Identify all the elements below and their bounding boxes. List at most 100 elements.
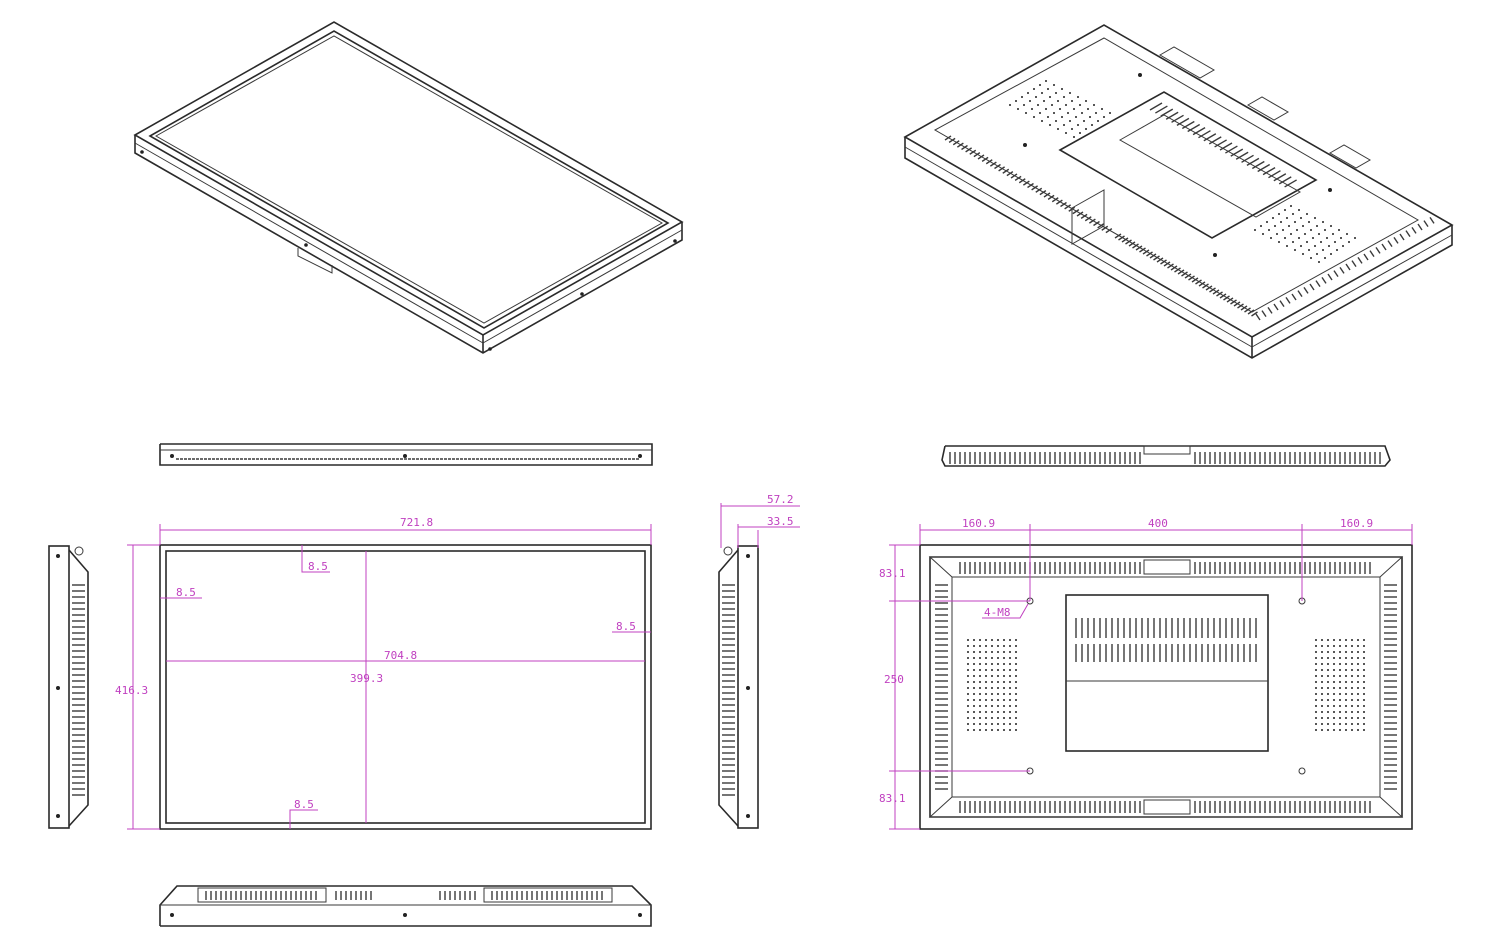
vesa-vertical-label: 250 <box>884 673 904 686</box>
vent-hole <box>991 639 993 641</box>
vent-slot <box>1429 216 1435 224</box>
vent-hole <box>1357 711 1359 713</box>
bottom-edge-view <box>159 885 652 927</box>
vent-hole <box>1346 233 1348 235</box>
vent-hole <box>1351 669 1353 671</box>
vent-hole <box>1272 217 1274 219</box>
vent-hole <box>1009 681 1011 683</box>
vent-hole <box>973 651 975 653</box>
vent-hole <box>1363 693 1365 695</box>
vent-hole <box>1357 681 1359 683</box>
vent-hole <box>1339 693 1341 695</box>
vent-slot <box>1014 175 1022 181</box>
vent-hole <box>1302 225 1304 227</box>
vent-hole <box>1003 717 1005 719</box>
vent-slot <box>952 140 960 146</box>
vent-slot <box>944 135 952 141</box>
vent-hole <box>1339 687 1341 689</box>
vent-hole <box>997 645 999 647</box>
vent-hole <box>1345 687 1347 689</box>
vent-hole <box>1304 233 1306 235</box>
vent-hole <box>1321 651 1323 653</box>
vent-hole <box>967 651 969 653</box>
vent-slot <box>1208 136 1222 145</box>
vent-hole <box>985 723 987 725</box>
vent-hole <box>1045 80 1047 82</box>
vent-hole <box>979 723 981 725</box>
vent-hole <box>1357 729 1359 731</box>
vent-hole <box>967 657 969 659</box>
vent-slot <box>1297 290 1303 298</box>
vent-slot <box>1240 305 1248 311</box>
vent-slot <box>1160 108 1174 117</box>
vent-hole <box>985 699 987 701</box>
vent-slot <box>1225 145 1238 154</box>
vent-hole <box>979 717 981 719</box>
vent-hole <box>1321 711 1323 713</box>
vent-hole <box>973 669 975 671</box>
vent-hole <box>991 717 993 719</box>
vent-hole <box>1284 237 1286 239</box>
vent-hole <box>1035 96 1037 98</box>
vent-hole <box>1351 645 1353 647</box>
vent-hole <box>1322 221 1324 223</box>
vent-slot <box>1171 114 1184 123</box>
vent-hole <box>1315 651 1317 653</box>
vent-hole <box>1003 705 1005 707</box>
vent-slot <box>1321 276 1327 284</box>
vent-hole <box>1089 116 1091 118</box>
vesa-horizontal-label: 400 <box>1148 517 1168 530</box>
vent-hole <box>1321 639 1323 641</box>
vent-hole <box>991 675 993 677</box>
rear-vent-grilles <box>935 562 1397 813</box>
vent-hole <box>1345 681 1347 683</box>
vent-hole <box>1363 717 1365 719</box>
vent-hole <box>1282 229 1284 231</box>
vent-hole <box>1333 645 1335 647</box>
vent-hole <box>1262 233 1264 235</box>
vent-hole <box>1351 657 1353 659</box>
vent-hole <box>1091 124 1093 126</box>
vent-hole <box>991 687 993 689</box>
vent-slot <box>1233 301 1241 307</box>
vent-hole <box>1298 237 1300 239</box>
vent-hole <box>1315 687 1317 689</box>
vent-hole <box>1015 675 1017 677</box>
vent-hole <box>1292 241 1294 243</box>
vent-hole <box>1015 699 1017 701</box>
vent-slot <box>956 142 964 148</box>
vent-slot <box>1251 311 1258 317</box>
vent-slot <box>1244 307 1251 313</box>
vent-hole <box>1284 209 1286 211</box>
vent-hole <box>991 657 993 659</box>
vent-slot <box>1184 273 1192 279</box>
vent-hole <box>1077 96 1079 98</box>
vent-hole <box>973 711 975 713</box>
vent-hole <box>1061 88 1063 90</box>
vent-hole <box>1015 729 1017 731</box>
vent-hole <box>1321 669 1323 671</box>
vent-hole <box>1003 669 1005 671</box>
vent-slot <box>1267 306 1273 314</box>
vent-slot <box>1345 263 1351 271</box>
vent-hole <box>1320 241 1322 243</box>
vent-hole <box>1351 639 1353 641</box>
vent-slot <box>1093 220 1100 227</box>
vent-hole <box>1071 100 1073 102</box>
vent-hole <box>1363 675 1365 677</box>
vent-hole <box>1055 92 1057 94</box>
bezel-bottom-label: 8.5 <box>294 798 314 811</box>
vent-hole <box>1348 241 1350 243</box>
vent-slot <box>948 137 956 143</box>
bezel-top-label: 8.5 <box>308 560 328 573</box>
vent-hole <box>1351 723 1353 725</box>
vent-slot <box>1167 263 1174 269</box>
vent-hole <box>1326 237 1328 239</box>
vent-hole <box>1339 729 1341 731</box>
vent-slot <box>1393 236 1399 244</box>
vent-hole <box>1333 711 1335 713</box>
vent-slot <box>1035 187 1043 193</box>
vent-hole <box>985 651 987 653</box>
vent-hole <box>1333 699 1335 701</box>
